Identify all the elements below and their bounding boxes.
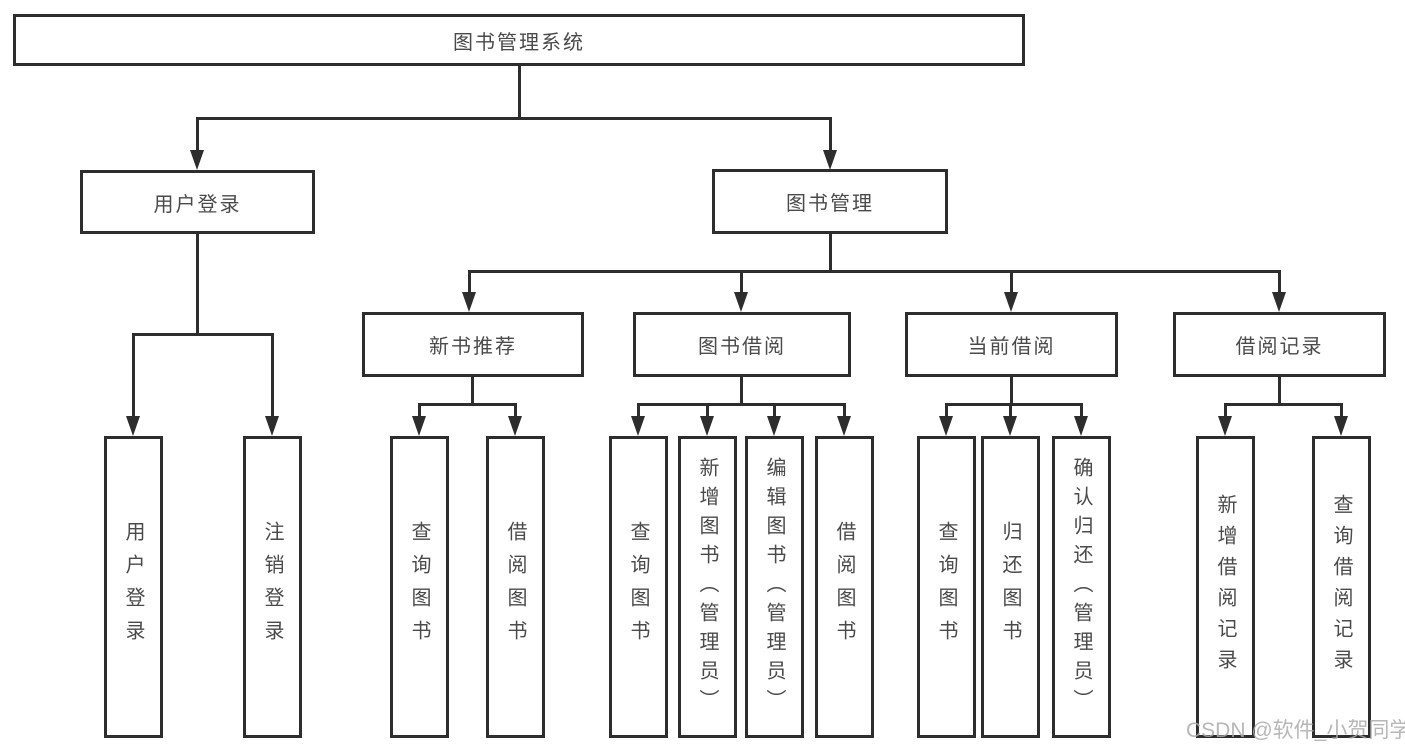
node-label: 查询图书 (408, 521, 430, 653)
node-current-borrowing: 当前借阅 (905, 312, 1118, 377)
node-label: 新增图书（管理员） (696, 456, 718, 718)
node-label: 编辑图书（管理员） (763, 456, 785, 718)
leaf-query-books-recommend: 查询图书 (390, 436, 449, 738)
connector-line (418, 403, 517, 406)
connector-line (518, 66, 521, 118)
arrow-down-icon (767, 416, 781, 436)
arrow-down-icon (265, 416, 279, 436)
arrow-down-icon (126, 416, 140, 436)
connector-line (132, 333, 135, 416)
connector-line (196, 234, 199, 335)
connector-line (271, 333, 274, 416)
connector-line (637, 403, 640, 416)
leaf-query-books-current: 查询图书 (917, 436, 976, 738)
connector-line (945, 403, 948, 416)
leaf-borrow-books-recommend: 借阅图书 (486, 436, 545, 738)
node-label: 借阅记录 (1235, 336, 1324, 358)
connector-line (1278, 270, 1281, 292)
leaf-query-borrow-record: 查询借阅记录 (1312, 436, 1371, 738)
node-label: 查询借阅记录 (1330, 494, 1352, 680)
leaf-confirm-return-admin: 确认归还（管理员） (1052, 436, 1111, 738)
arrow-down-icon (823, 150, 837, 170)
leaf-borrow-books-borrowing: 借阅图书 (815, 436, 874, 738)
node-label: 图书借阅 (698, 336, 786, 358)
connector-line (471, 377, 474, 406)
arrow-down-icon (508, 416, 522, 436)
arrow-down-icon (462, 292, 476, 312)
node-label: 查询图书 (627, 521, 649, 653)
watermark: CSDN @软件_小贺同学 (1186, 719, 1405, 742)
connector-line (637, 403, 846, 406)
arrow-down-icon (190, 150, 204, 170)
connector-line (1010, 270, 1013, 292)
node-label: 图书管理系统 (453, 31, 585, 54)
node-label: 确认归还（管理员） (1070, 456, 1092, 718)
connector-line (843, 403, 846, 416)
connector-line (706, 403, 709, 416)
connector-line (1010, 377, 1013, 406)
arrow-down-icon (1003, 416, 1017, 436)
node-label: 图书管理 (786, 193, 874, 215)
node-label: 查询图书 (935, 521, 957, 653)
node-library-system: 图书管理系统 (13, 14, 1025, 66)
connector-line (829, 234, 832, 273)
arrow-down-icon (1334, 416, 1348, 436)
node-book-borrowing: 图书借阅 (633, 312, 851, 377)
connector-line (1224, 403, 1227, 416)
connector-line (196, 117, 832, 120)
leaf-add-book-admin: 新增图书（管理员） (678, 436, 737, 738)
node-label: 用户登录 (122, 521, 144, 653)
connector-line (1340, 403, 1343, 416)
leaf-user-login: 用户登录 (104, 436, 163, 738)
connector-line (1009, 403, 1012, 416)
connector-line (418, 403, 421, 416)
node-label: 当前借阅 (967, 336, 1056, 358)
connector-line (740, 377, 743, 406)
node-label: 新增借阅记录 (1214, 494, 1236, 680)
arrow-down-icon (631, 416, 645, 436)
node-new-book-recommend: 新书推荐 (362, 312, 584, 377)
connector-line (1080, 403, 1083, 416)
node-user-login: 用户登录 (80, 170, 315, 234)
node-borrowing-records: 借阅记录 (1173, 312, 1386, 377)
node-label: 归还图书 (999, 521, 1021, 653)
connector-line (1278, 377, 1281, 406)
arrow-down-icon (1218, 416, 1232, 436)
node-label: 借阅图书 (504, 521, 526, 653)
arrow-down-icon (1004, 292, 1018, 312)
leaf-return-books: 归还图书 (981, 436, 1040, 738)
arrow-down-icon (1272, 292, 1286, 312)
node-book-management: 图书管理 (712, 169, 948, 234)
leaf-edit-book-admin: 编辑图书（管理员） (745, 436, 804, 738)
connector-line (514, 403, 517, 416)
connector-line (773, 403, 776, 416)
connector-line (740, 270, 743, 292)
arrow-down-icon (700, 416, 714, 436)
connector-line (468, 270, 471, 292)
arrow-down-icon (734, 292, 748, 312)
leaf-add-borrow-record: 新增借阅记录 (1196, 436, 1255, 738)
leaf-query-books-borrowing: 查询图书 (609, 436, 668, 738)
arrow-down-icon (837, 416, 851, 436)
node-label: 注销登录 (261, 521, 283, 653)
node-label: 用户登录 (153, 193, 242, 216)
connector-line (945, 403, 1083, 406)
connector-line (468, 270, 1281, 273)
connector-line (829, 117, 832, 150)
arrow-down-icon (939, 416, 953, 436)
connector-line (196, 117, 199, 150)
node-label: 新书推荐 (429, 336, 517, 358)
node-label: 借阅图书 (833, 521, 855, 653)
arrow-down-icon (1074, 416, 1088, 436)
connector-line (132, 333, 274, 336)
leaf-logout: 注销登录 (243, 436, 302, 738)
connector-line (1224, 403, 1343, 406)
arrow-down-icon (412, 416, 426, 436)
